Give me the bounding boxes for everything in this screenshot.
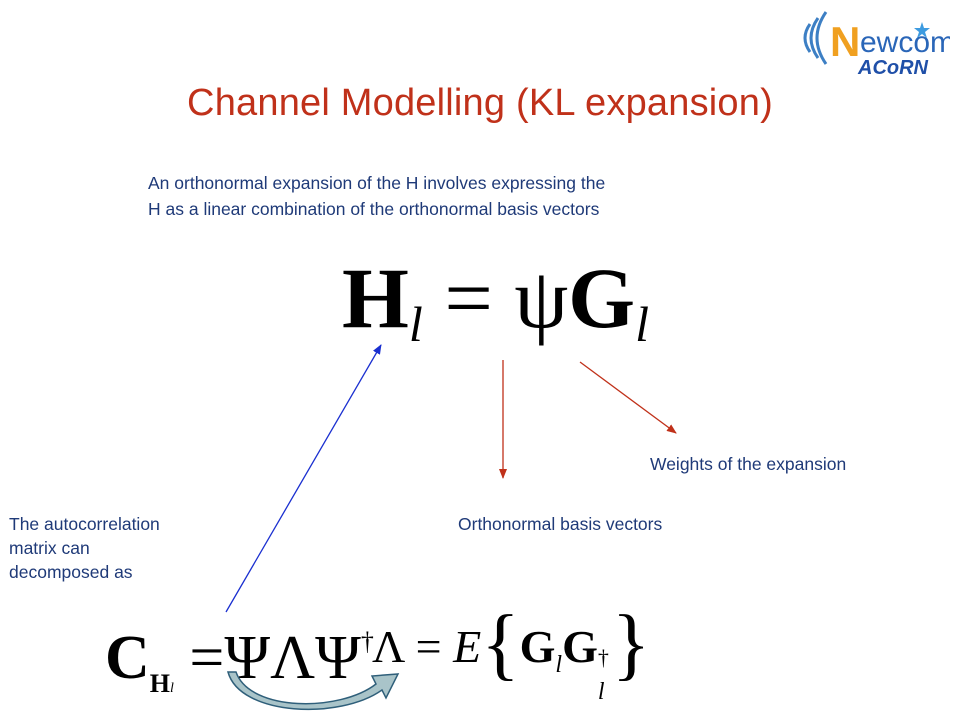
autocorr-eq-c-subscript: Hl bbox=[150, 669, 174, 698]
main-eq-g: G bbox=[568, 250, 636, 346]
lambda-eq-equals: = bbox=[415, 621, 442, 672]
lambda-eq-open-brace: { bbox=[481, 600, 520, 688]
lambda-eq-expectation: E bbox=[453, 621, 482, 672]
lambda-eq-close-brace: } bbox=[611, 600, 651, 688]
intro-line-1: An orthonormal expansion of the H involv… bbox=[148, 173, 606, 193]
logo-main-text: ewcom bbox=[860, 26, 950, 59]
main-equation: Hl = ψGl bbox=[342, 248, 649, 374]
logo-sub-text: ACoRN bbox=[857, 57, 929, 79]
autocorr-eq-equals: = bbox=[189, 624, 225, 692]
autocorr-eq-c-sub-h: H bbox=[149, 669, 171, 698]
lambda-eq-g1: G bbox=[519, 621, 556, 672]
arrow-autocorr-to-main bbox=[225, 344, 382, 613]
intro-text: An orthonormal expansion of the H involv… bbox=[148, 170, 848, 222]
autocorr-eq-c: C bbox=[105, 624, 150, 692]
main-eq-h: H bbox=[342, 250, 409, 346]
logo-n-letter: N bbox=[830, 18, 860, 65]
autocorr-eq-dagger: † bbox=[360, 627, 374, 656]
lambda-eq-g2-dagger: † bbox=[597, 645, 609, 670]
main-eq-h-subscript: l bbox=[408, 296, 423, 352]
lambda-equation: Λ = E{GlG†l} bbox=[372, 604, 650, 705]
star-icon bbox=[914, 22, 930, 38]
main-eq-equals: = bbox=[444, 250, 493, 346]
autocorr-eq-c-sub-l: l bbox=[170, 681, 174, 696]
label-autocorr-line-1: The autocorrelation bbox=[9, 514, 160, 534]
slide-title: Channel Modelling (KL expansion) bbox=[187, 82, 773, 124]
autocorrelation-equation: CHl =ΨΛΨ† bbox=[105, 604, 374, 720]
lambda-eq-g2-subscript: l bbox=[597, 679, 605, 705]
label-autocorr-line-3: decomposed as bbox=[9, 562, 133, 582]
lambda-eq-lambda: Λ bbox=[372, 621, 405, 672]
arrow-to-weights bbox=[579, 361, 677, 434]
main-eq-g-subscript: l bbox=[635, 296, 649, 352]
intro-line-2: H as a linear combination of the orthono… bbox=[148, 199, 600, 219]
label-autocorrelation: The autocorrelation matrix can decompose… bbox=[9, 512, 249, 584]
label-basis-vectors: Orthonormal basis vectors bbox=[458, 514, 663, 534]
label-weights: Weights of the expansion bbox=[650, 454, 847, 474]
newcom-acorn-logo: N ewcom ACoRN bbox=[803, 11, 950, 79]
autocorr-eq-rhs: ΨΛΨ bbox=[224, 624, 361, 692]
signal-waves-icon bbox=[803, 11, 828, 65]
lambda-eq-g2: G bbox=[562, 621, 598, 672]
main-eq-psi: ψ bbox=[514, 250, 569, 346]
curved-arrow-icon bbox=[227, 671, 400, 711]
label-autocorr-line-2: matrix can bbox=[9, 538, 90, 558]
lambda-eq-g1-subscript: l bbox=[555, 652, 563, 678]
